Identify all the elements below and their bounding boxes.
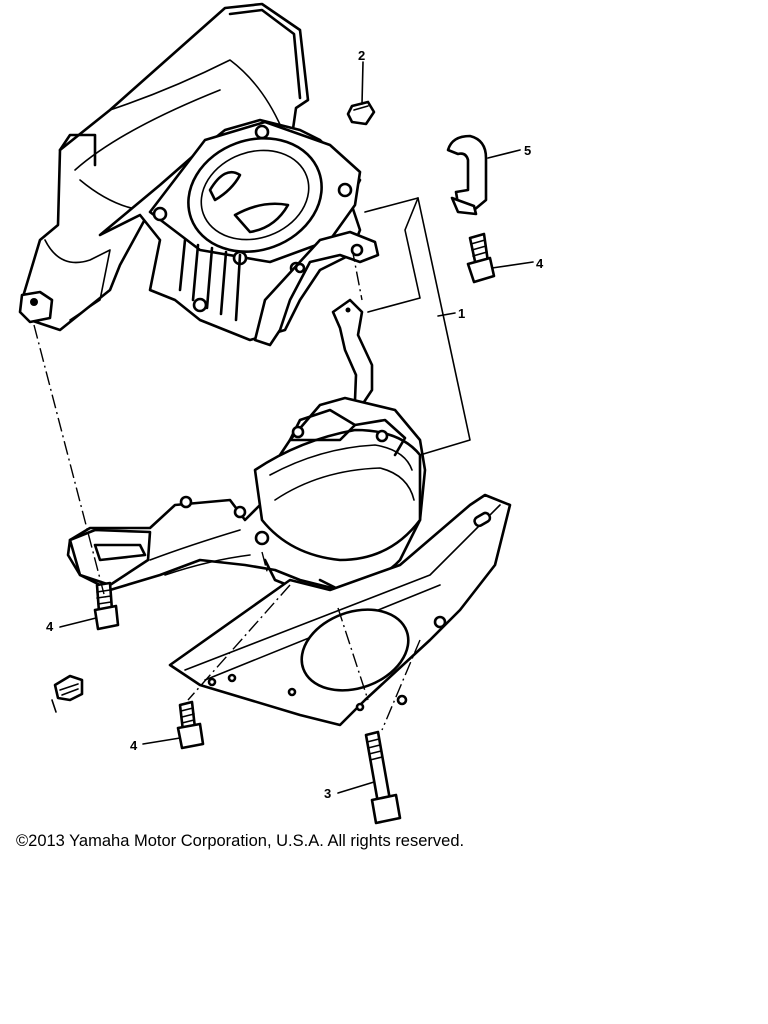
- exploded-parts-diagram: 1 2 3 4 4 4 5: [18, 2, 544, 825]
- part-4-lower-bolt: [176, 700, 205, 750]
- part-4-upper-bolt: [466, 232, 496, 284]
- part-3-long-bolt: [364, 730, 402, 825]
- part-4-left-bolt: [93, 581, 120, 631]
- copyright-notice: ©2013 Yamaha Motor Corporation, U.S.A. A…: [16, 832, 465, 850]
- small-clip-part: [51, 674, 84, 713]
- alignment-lines: [33, 247, 421, 731]
- bottom-plate: [168, 493, 512, 727]
- callout-4-left: 4: [46, 619, 54, 634]
- callout-4-upper: 4: [536, 256, 544, 271]
- callout-2: 2: [358, 48, 365, 63]
- part-2-plug: [346, 100, 376, 126]
- callout-4-lower: 4: [130, 738, 138, 753]
- callout-5: 5: [524, 143, 531, 158]
- callout-1: 1: [458, 306, 465, 321]
- gasket-strip: [331, 298, 374, 407]
- leader-lines: [59, 61, 534, 794]
- part-5-clamp: [446, 134, 488, 216]
- upper-crankcase: [18, 2, 380, 347]
- lower-crankcase: [66, 396, 427, 592]
- callout-3: 3: [324, 786, 331, 801]
